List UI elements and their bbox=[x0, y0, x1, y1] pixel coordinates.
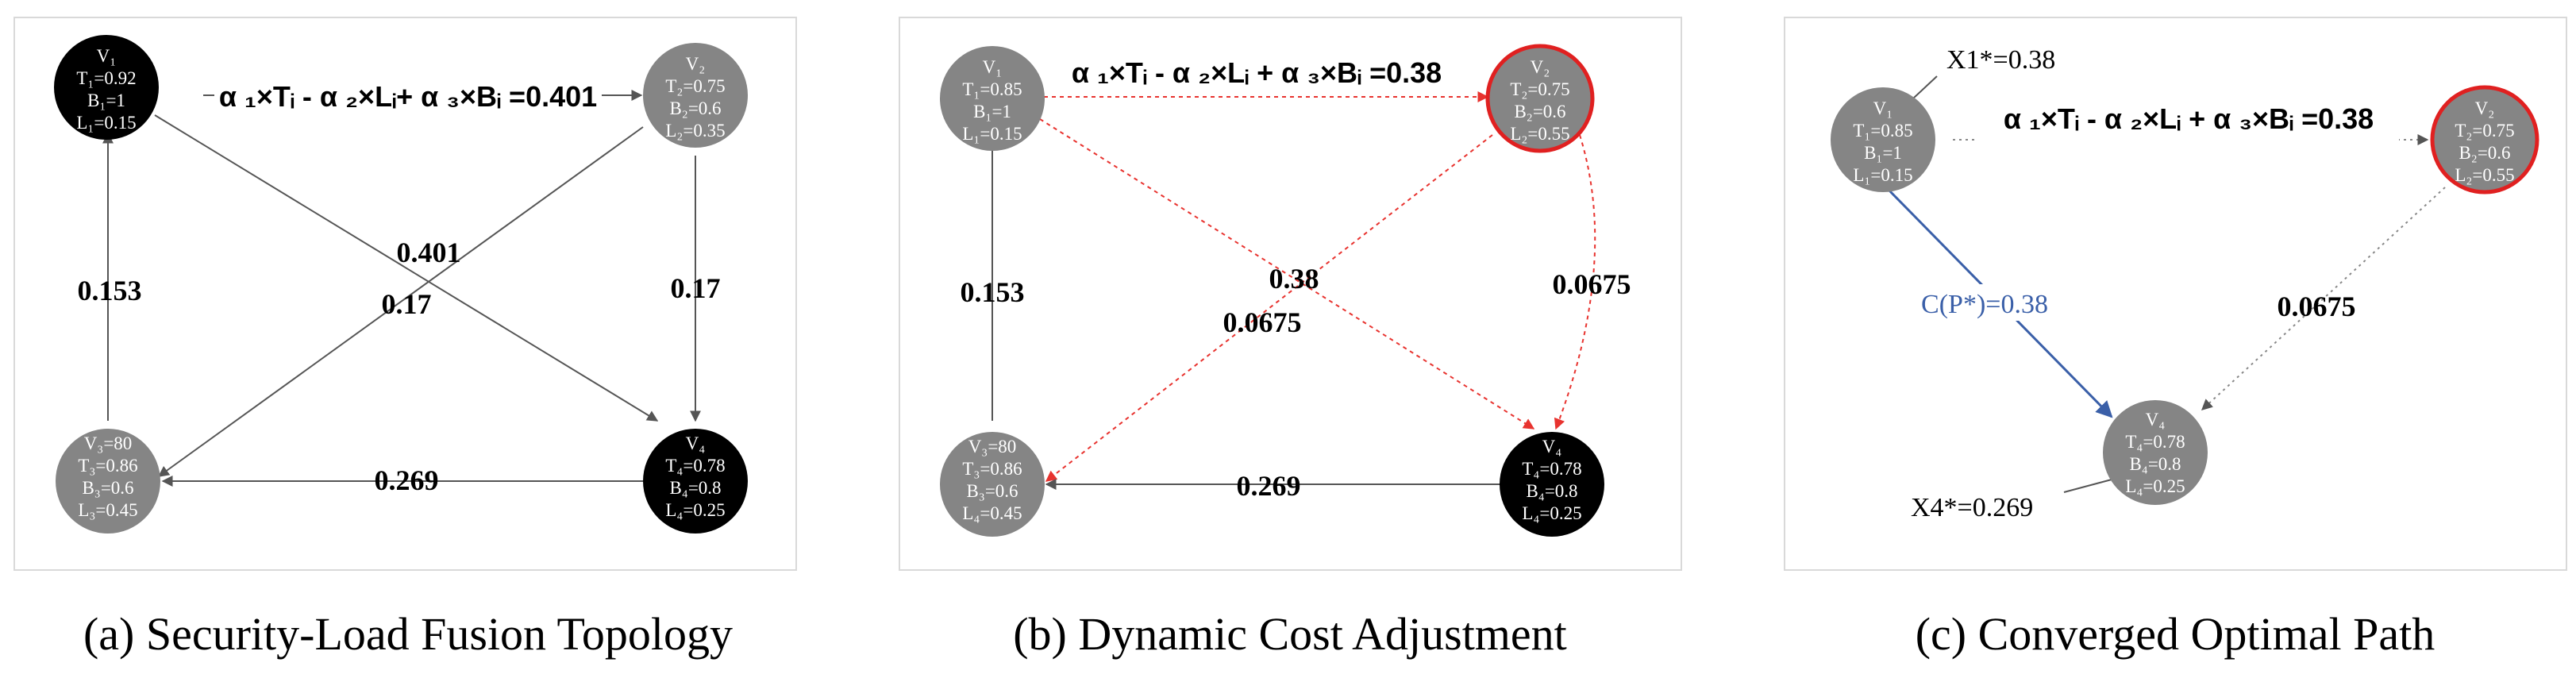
node-v1: V₁ T₁=0.92 B₁=1 L₁=0.15 bbox=[54, 35, 159, 140]
edge-v2-v4 bbox=[1554, 134, 1596, 430]
annotation-x4: X4*=0.269 bbox=[1911, 493, 2033, 522]
svg-text:L₄=0.25: L₄=0.25 bbox=[2125, 476, 2185, 496]
svg-text:T₃=0.86: T₃=0.86 bbox=[78, 456, 137, 476]
edge-v2-v4 bbox=[2201, 187, 2446, 410]
node-v3: V₃=80 T₃=0.86 B₃=0.6 L₃=0.45 bbox=[56, 429, 160, 534]
svg-text:B₃=0.6: B₃=0.6 bbox=[966, 481, 1018, 501]
svg-text:V₁: V₁ bbox=[1873, 98, 1893, 118]
node-v2-highlighted: V₂ T₂=0.75 B₂=0.6 L₂=0.55 bbox=[1485, 44, 1595, 153]
svg-text:V₄: V₄ bbox=[1542, 437, 1562, 456]
panel-c-formula: α ₁×Tᵢ - α ₂×Lᵢ + α ₃×Bᵢ =0.38 bbox=[2004, 102, 2374, 135]
svg-text:L₄=0.25: L₄=0.25 bbox=[665, 500, 725, 520]
edge-label: 0.38 bbox=[1269, 263, 1319, 295]
node-v4: V₄ T₄=0.78 B₄=0.8 L₄=0.25 bbox=[1500, 432, 1604, 537]
edge-v2-v3 bbox=[1045, 134, 1493, 482]
svg-text:V₁: V₁ bbox=[97, 46, 117, 66]
node-v2-highlighted: V₂ T₂=0.75 B₂=0.6 L₂=0.55 bbox=[2430, 85, 2539, 195]
svg-text:L₃=0.45: L₃=0.45 bbox=[78, 500, 137, 520]
panel-c: α ₁×Tᵢ - α ₂×Lᵢ + α ₃×Bᵢ =0.38 X1*=0.38 … bbox=[1784, 17, 2567, 660]
svg-text:B₁=1: B₁=1 bbox=[1864, 143, 1902, 163]
svg-text:L₄=0.45: L₄=0.45 bbox=[962, 503, 1022, 523]
svg-text:V₂: V₂ bbox=[686, 54, 706, 74]
edge-v2-v3 bbox=[157, 126, 644, 477]
panel-c-caption: (c) Converged Optimal Path bbox=[1916, 608, 2435, 660]
svg-text:B₂=0.6: B₂=0.6 bbox=[669, 98, 721, 118]
panel-b-formula: α ₁×Tᵢ - α ₂×Lᵢ + α ₃×Bᵢ =0.38 bbox=[1072, 56, 1442, 89]
node-v2: V₂ T₂=0.75 B₂=0.6 L₂=0.35 bbox=[643, 43, 748, 148]
svg-text:L₄=0.25: L₄=0.25 bbox=[1522, 503, 1581, 523]
svg-text:V₂: V₂ bbox=[2475, 98, 2495, 118]
svg-text:B₁=1: B₁=1 bbox=[973, 102, 1011, 121]
svg-text:V₁: V₁ bbox=[983, 57, 1003, 77]
svg-text:B₃=0.6: B₃=0.6 bbox=[82, 478, 133, 498]
edge-label: 0.0675 bbox=[1223, 306, 1302, 338]
edge-v1-v4 bbox=[154, 114, 659, 422]
panel-a: α ₁×Tᵢ - α ₂×Lᵢ+ α ₃×Bᵢ =0.401 0.153 0.4… bbox=[13, 17, 797, 660]
svg-text:V₂: V₂ bbox=[1531, 57, 1550, 77]
svg-text:T₃=0.86: T₃=0.86 bbox=[962, 459, 1022, 479]
edge-v1-v4 bbox=[1039, 118, 1535, 430]
svg-text:V₄: V₄ bbox=[2146, 410, 2166, 430]
svg-text:V₃=80: V₃=80 bbox=[968, 437, 1017, 456]
panel-a-formula: α ₁×Tᵢ - α ₂×Lᵢ+ α ₃×Bᵢ =0.401 bbox=[219, 80, 597, 113]
svg-text:L₁=0.15: L₁=0.15 bbox=[1853, 165, 1912, 185]
svg-text:T₂=0.75: T₂=0.75 bbox=[665, 76, 725, 96]
svg-text:V₃=80: V₃=80 bbox=[84, 433, 133, 453]
node-v3: V₃=80 T₃=0.86 B₃=0.6 L₄=0.45 bbox=[940, 432, 1045, 537]
panel-b-caption: (b) Dynamic Cost Adjustment bbox=[1013, 608, 1567, 660]
svg-text:L₂=0.35: L₂=0.35 bbox=[665, 121, 725, 141]
svg-text:L₁=0.15: L₁=0.15 bbox=[962, 124, 1022, 144]
edge-label: 0.269 bbox=[1237, 470, 1301, 502]
edge-label: 0.401 bbox=[397, 237, 461, 268]
annotation-leader-x4 bbox=[2063, 479, 2112, 493]
svg-text:T₄=0.78: T₄=0.78 bbox=[2125, 432, 2185, 452]
svg-text:T₄=0.78: T₄=0.78 bbox=[665, 456, 725, 476]
svg-text:T₁=0.85: T₁=0.85 bbox=[962, 79, 1022, 99]
svg-text:T₂=0.75: T₂=0.75 bbox=[1510, 79, 1569, 99]
annotation-cost: C(P*)=0.38 bbox=[1921, 290, 2048, 319]
edge-label: 0.269 bbox=[375, 464, 439, 496]
svg-text:B₄=0.8: B₄=0.8 bbox=[2129, 454, 2181, 474]
panel-a-caption: (a) Security-Load Fusion Topology bbox=[83, 608, 733, 660]
svg-text:B₂=0.6: B₂=0.6 bbox=[2459, 143, 2510, 163]
svg-text:T₁=0.85: T₁=0.85 bbox=[1853, 121, 1912, 141]
node-v4: V₄ T₄=0.78 B₄=0.8 L₄=0.25 bbox=[2103, 400, 2208, 505]
svg-text:B₄=0.8: B₄=0.8 bbox=[669, 478, 721, 498]
annotation-x1: X1*=0.38 bbox=[1946, 45, 2055, 75]
svg-text:B₁=1: B₁=1 bbox=[87, 91, 125, 110]
svg-text:T₂=0.75: T₂=0.75 bbox=[2455, 121, 2514, 141]
node-v1: V₁ T₁=0.85 B₁=1 L₁=0.15 bbox=[1831, 87, 1935, 192]
edge-label: 0.153 bbox=[961, 276, 1025, 308]
panel-b: α ₁×Tᵢ - α ₂×Lᵢ + α ₃×Bᵢ =0.38 0.153 0.3… bbox=[899, 17, 1682, 660]
svg-text:L₁=0.15: L₁=0.15 bbox=[76, 113, 136, 133]
svg-text:T₁=0.92: T₁=0.92 bbox=[76, 68, 136, 88]
svg-text:T₄=0.78: T₄=0.78 bbox=[1522, 459, 1581, 479]
node-v4: V₄ T₄=0.78 B₄=0.8 L₄=0.25 bbox=[643, 429, 748, 534]
svg-text:L₂=0.55: L₂=0.55 bbox=[2455, 165, 2514, 185]
edge-label: 0.0675 bbox=[1553, 268, 1631, 300]
edge-label: 0.0675 bbox=[2278, 291, 2356, 322]
edge-label: 0.153 bbox=[78, 275, 142, 306]
node-v1: V₁ T₁=0.85 B₁=1 L₁=0.15 bbox=[940, 46, 1045, 151]
svg-text:B₄=0.8: B₄=0.8 bbox=[1526, 481, 1577, 501]
svg-text:V₄: V₄ bbox=[686, 433, 706, 453]
edge-label: 0.17 bbox=[382, 288, 432, 320]
edge-label: 0.17 bbox=[671, 272, 721, 304]
svg-text:B₂=0.6: B₂=0.6 bbox=[1514, 102, 1565, 121]
svg-text:L₂=0.55: L₂=0.55 bbox=[1510, 124, 1569, 144]
